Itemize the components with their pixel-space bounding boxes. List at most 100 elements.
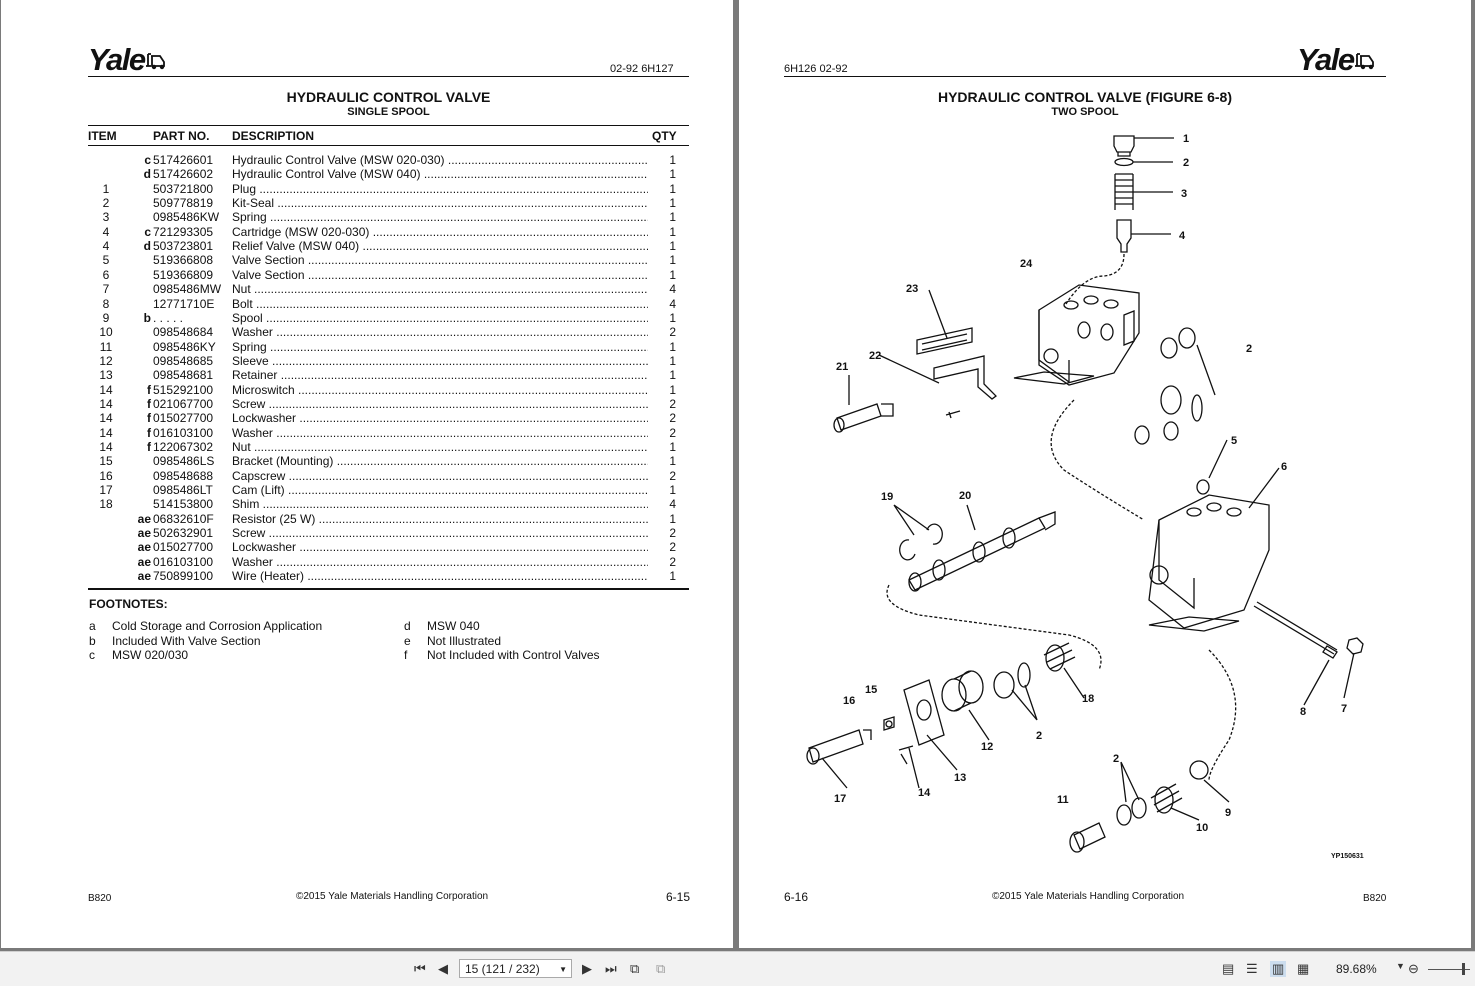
qty-cell: 1 bbox=[669, 368, 676, 383]
qty-cell: 1 bbox=[669, 239, 676, 254]
header-code: 6H126 02-92 bbox=[784, 63, 848, 75]
footnote-key-cell: c bbox=[144, 224, 151, 239]
chevron-down-icon[interactable]: ▼ bbox=[1396, 961, 1405, 971]
description-cell: Washer .................................… bbox=[232, 325, 648, 340]
qty-cell: 2 bbox=[669, 396, 676, 411]
callout-label: 22 bbox=[869, 350, 881, 362]
zoom-slider-icon[interactable] bbox=[1428, 963, 1470, 975]
callout-label: 8 bbox=[1300, 706, 1306, 718]
next-page-icon[interactable]: ▶ bbox=[582, 961, 592, 976]
part-number-cell: 0985486KY bbox=[153, 339, 216, 354]
footnote-text: MSW 020/030 bbox=[112, 648, 189, 662]
item-cell: 15 bbox=[99, 454, 113, 469]
zoom-level[interactable]: 89.68% bbox=[1336, 962, 1377, 976]
part-number-cell: 016103100 bbox=[153, 554, 214, 569]
footer-right: B820 bbox=[1363, 893, 1387, 904]
part-number-cell: 503721800 bbox=[153, 181, 214, 196]
description-cell: Plug ...................................… bbox=[232, 181, 648, 196]
callout-label: 1 bbox=[1183, 133, 1189, 145]
footnote-key-cell: ae bbox=[137, 526, 151, 541]
item-cell: 14 bbox=[99, 440, 113, 454]
qty-cell: 4 bbox=[669, 497, 676, 512]
description-cell: Spring .................................… bbox=[232, 210, 648, 225]
right-page: 6H126 02-92 Yale HYDRAULIC CONTROL VALVE… bbox=[739, 0, 1471, 948]
description-cell: Nut ....................................… bbox=[232, 282, 648, 297]
yale-logo: Yale bbox=[1297, 42, 1379, 78]
callout-label: 21 bbox=[836, 361, 848, 373]
continuous-icon[interactable]: ☰ bbox=[1246, 961, 1258, 976]
callout-label: 14 bbox=[918, 787, 931, 799]
prev-page-icon[interactable]: ◀ bbox=[438, 961, 448, 976]
page-subtitle: SINGLE SPOOL bbox=[347, 106, 430, 118]
forklift-icon bbox=[1354, 53, 1374, 70]
qty-cell: 1 bbox=[669, 310, 676, 325]
footnote-key-cell: ae bbox=[137, 511, 151, 526]
part-number-cell: 0985486LS bbox=[153, 454, 215, 469]
description-cell: Hydraulic Control Valve (MSW 020-030) ..… bbox=[232, 153, 648, 167]
extract-icon[interactable]: ⧉ bbox=[656, 961, 666, 976]
col-description: DESCRIPTION bbox=[232, 129, 315, 143]
part-number-cell: 12771710E bbox=[153, 296, 215, 311]
first-page-icon[interactable]: ⏮ bbox=[414, 961, 426, 976]
footnote-key: c bbox=[89, 648, 95, 662]
description-cell: Microswitch ............................… bbox=[232, 382, 648, 397]
viewer-toolbar: ⏮ ◀ 15 (121 / 232)▼ ▶ ⏭ ⧉ ⧉ ▤ ☰ ▥ ▦ 89.6… bbox=[0, 951, 1475, 986]
item-cell: 4 bbox=[102, 224, 110, 239]
part-number-cell: 098548681 bbox=[153, 368, 214, 383]
zoom-out-icon[interactable]: ⊖ bbox=[1408, 961, 1419, 976]
item-cell: 5 bbox=[102, 253, 110, 268]
description-cell: Spring .................................… bbox=[232, 339, 648, 354]
callout-label: 23 bbox=[906, 283, 918, 295]
table-head-rule bbox=[88, 145, 689, 146]
callout-label: 2 bbox=[1036, 730, 1042, 742]
description-cell: Valve Section ..........................… bbox=[232, 267, 648, 282]
part-number-cell: 098548684 bbox=[153, 325, 214, 340]
part-number-cell: 098548685 bbox=[153, 353, 214, 368]
qty-cell: 1 bbox=[669, 253, 676, 268]
col-part: PART NO. bbox=[153, 129, 210, 143]
part-number-cell: 515292100 bbox=[153, 382, 214, 397]
item-cell: 7 bbox=[102, 282, 110, 297]
footnote-key-cell: f bbox=[147, 411, 151, 426]
qty-cell: 1 bbox=[669, 339, 676, 354]
qty-cell: 1 bbox=[669, 210, 676, 225]
footnote-key-cell: ae bbox=[137, 569, 151, 584]
last-page-icon[interactable]: ⏭ bbox=[605, 961, 617, 976]
footnote-key-cell: ae bbox=[137, 540, 151, 555]
part-number-cell: 519366808 bbox=[153, 253, 214, 268]
qty-cell: 1 bbox=[669, 267, 676, 282]
description-cell: Relief Valve (MSW 040) .................… bbox=[232, 239, 648, 254]
facing-icon[interactable]: ▥ bbox=[1270, 961, 1287, 977]
item-cell: 8 bbox=[102, 296, 110, 311]
facing-continuous-icon[interactable]: ▦ bbox=[1297, 961, 1310, 976]
page-number-select[interactable]: 15 (121 / 232)▼ bbox=[459, 959, 572, 978]
callout-label: 4 bbox=[1179, 230, 1186, 242]
qty-cell: 2 bbox=[669, 554, 676, 569]
footer-copyright: ©2015 Yale Materials Handling Corporatio… bbox=[992, 891, 1185, 902]
description-cell: Cartridge (MSW 020-030) ................… bbox=[232, 224, 648, 239]
rotate-icon[interactable]: ⧉ bbox=[630, 961, 640, 976]
part-number-cell: 509778819 bbox=[153, 196, 214, 211]
part-number-cell: 015027700 bbox=[153, 540, 214, 555]
footer-left: B820 bbox=[88, 893, 112, 904]
header-code: 02-92 6H127 bbox=[610, 63, 674, 75]
single-page-icon[interactable]: ▤ bbox=[1222, 961, 1235, 976]
callout-label: 7 bbox=[1341, 703, 1347, 715]
part-number-cell: 514153800 bbox=[153, 497, 214, 512]
callout-label: 19 bbox=[881, 491, 893, 503]
footnote-text: Not Illustrated bbox=[427, 633, 502, 648]
qty-cell: 2 bbox=[669, 411, 676, 426]
